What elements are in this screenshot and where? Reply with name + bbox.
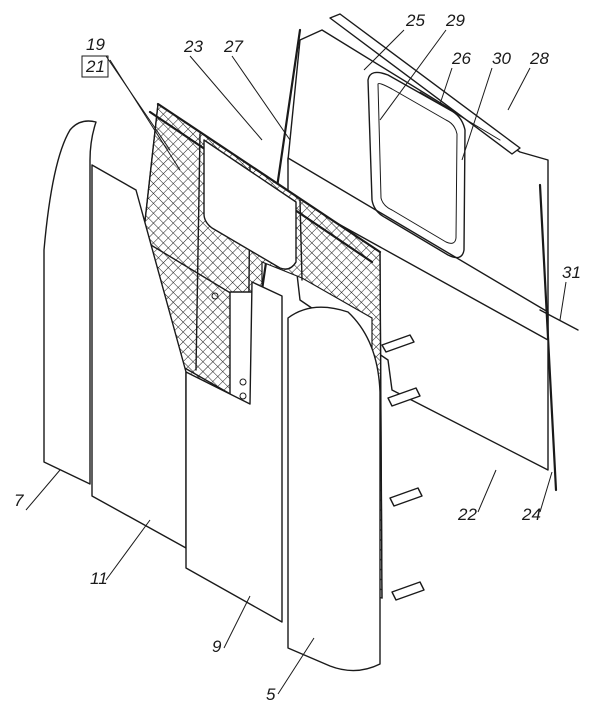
label-24: 24 xyxy=(521,505,541,524)
post-24 xyxy=(538,183,558,492)
label-19: 19 xyxy=(86,35,105,54)
label-25: 25 xyxy=(405,11,425,30)
label-9: 9 xyxy=(212,637,222,656)
rear-window-panel-28 xyxy=(287,13,549,349)
label-5: 5 xyxy=(266,685,276,704)
label-22: 22 xyxy=(457,505,477,524)
label-26: 26 xyxy=(451,49,471,68)
label-31: 31 xyxy=(562,263,581,282)
label-11: 11 xyxy=(90,569,108,588)
label-21: 21 xyxy=(85,57,105,76)
label-7: 7 xyxy=(14,491,24,510)
panel-9 xyxy=(185,281,283,623)
label-23: 23 xyxy=(183,37,203,56)
label-28: 28 xyxy=(529,49,549,68)
panel-7 xyxy=(43,120,97,485)
bar-31 xyxy=(539,309,579,331)
callouts: 19 21 23 27 25 29 26 30 28 31 22 24 7 11… xyxy=(14,11,581,704)
label-29: 29 xyxy=(445,11,465,30)
panel-5 xyxy=(287,306,381,672)
label-30: 30 xyxy=(492,49,511,68)
label-27: 27 xyxy=(223,37,243,56)
mounting-brackets xyxy=(381,334,425,601)
